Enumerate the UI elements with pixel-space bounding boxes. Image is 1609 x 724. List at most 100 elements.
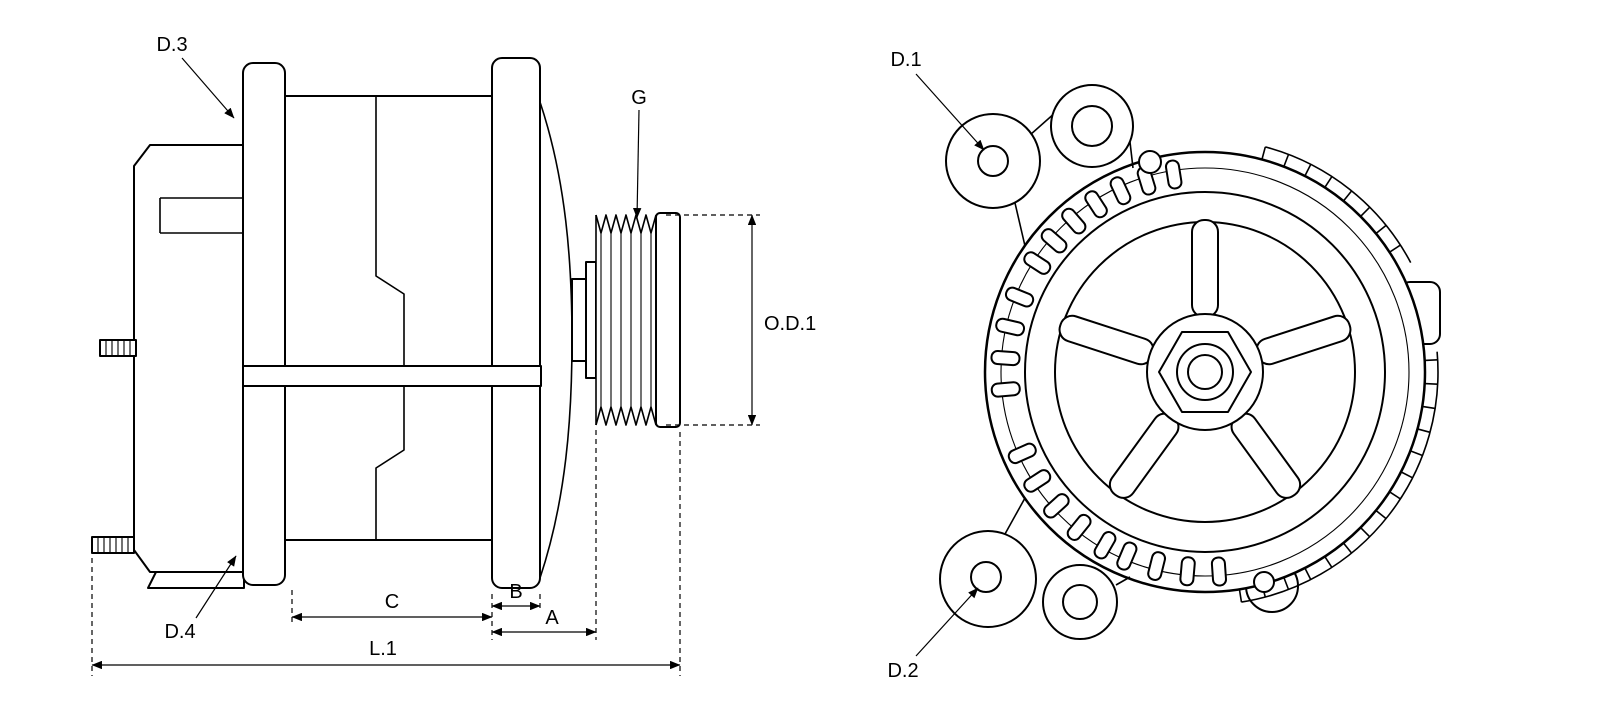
terminal-stud-mid <box>99 339 137 357</box>
rim-fin <box>1283 577 1290 590</box>
rim-fin <box>1422 405 1436 410</box>
pulley-rib-lines <box>600 233 652 407</box>
ear-top-hole <box>1071 105 1113 147</box>
stud-body <box>91 536 135 554</box>
bottom-mount-lug <box>147 571 245 589</box>
ear-bridge-line <box>1115 576 1131 586</box>
housing-split-line <box>375 96 405 540</box>
terminal-stud-bottom <box>91 536 135 554</box>
through-bolt <box>242 365 542 387</box>
pulley-groove-top <box>595 214 657 234</box>
vent-slot <box>1061 207 1087 235</box>
label-l1: L.1 <box>369 638 397 660</box>
vent-slot <box>1023 251 1052 275</box>
rim-fin <box>1304 164 1312 177</box>
leader-lines-front <box>915 73 985 657</box>
rim-fin <box>1342 542 1353 554</box>
ear-bridge-line <box>1014 202 1026 247</box>
label-d4: D.4 <box>164 621 195 643</box>
label-a: A <box>545 607 559 629</box>
drive-end-bell <box>539 101 573 579</box>
rim-fin <box>1304 567 1312 580</box>
vent-slot-group <box>990 159 1228 587</box>
front-bracket <box>491 57 541 589</box>
vent-slot <box>1116 541 1138 571</box>
vent-slot <box>1210 556 1228 587</box>
front-view: D.1 D.2 <box>887 49 1441 682</box>
rim-fin <box>1375 224 1387 235</box>
pulley-flange <box>655 212 681 428</box>
vent-slot <box>1179 556 1196 587</box>
vent-slot <box>1043 493 1070 519</box>
ear-bridge-line <box>1129 141 1134 169</box>
rim-fin <box>1389 491 1401 500</box>
rim-fin <box>1424 359 1438 362</box>
rim-fin-arc-lower <box>1241 351 1439 603</box>
rim-fin <box>1410 450 1423 457</box>
dimension-lines <box>91 214 757 670</box>
pulley-rib-backing <box>596 215 656 425</box>
leader-d2 <box>915 587 979 657</box>
leader-d3 <box>181 57 235 119</box>
side-view: D.3 D.4 G O.D.1 C B A L.1 <box>91 34 816 676</box>
label-d2: D.2 <box>887 660 918 682</box>
vent-slot <box>1147 551 1167 581</box>
label-d1: D.1 <box>890 49 921 71</box>
shaft-end-circle <box>1187 354 1223 390</box>
stator-body <box>284 95 493 541</box>
rim-fin-arc-upper <box>1265 146 1412 263</box>
pulley-side <box>595 212 681 428</box>
rim-fins <box>1238 146 1439 603</box>
ear-bottom-hole <box>1062 584 1098 620</box>
face-rim-circle <box>1000 167 1410 577</box>
rim-fin <box>1324 556 1333 568</box>
vent-slot <box>990 349 1021 367</box>
rim-fin <box>1342 190 1353 202</box>
rim-fin <box>1238 589 1243 603</box>
shaft <box>571 278 587 362</box>
label-b: B <box>509 581 522 603</box>
vent-slot <box>1109 176 1132 206</box>
rim-fin <box>1424 382 1438 385</box>
ear-bridge-line <box>1004 497 1026 535</box>
rim-fin <box>1359 206 1371 218</box>
stud-threads <box>105 340 131 356</box>
rim-fin <box>1375 509 1387 520</box>
rim-fin <box>1324 176 1333 188</box>
rear-bracket <box>242 62 286 586</box>
vent-slot <box>1004 286 1035 308</box>
rear-housing <box>133 144 244 573</box>
spoke <box>1191 219 1219 318</box>
leader-lines-side <box>181 57 642 619</box>
vent-slot <box>1066 513 1092 541</box>
leader-d4 <box>195 555 237 619</box>
rim-fin <box>1400 471 1413 479</box>
vent-slot <box>1023 469 1052 493</box>
label-c: C <box>385 591 399 613</box>
rear-housing-step <box>159 197 243 234</box>
pulley-groove-bottom <box>595 406 657 426</box>
shaft-spacer <box>585 261 597 379</box>
label-d3: D.3 <box>156 34 187 56</box>
ear-top-left-hole <box>977 145 1009 177</box>
vent-slot <box>1164 159 1183 190</box>
vent-slot <box>1093 531 1117 560</box>
rim-fin <box>1389 244 1401 253</box>
rim-fin <box>1359 526 1371 538</box>
vent-slot <box>1084 190 1108 219</box>
leader-g <box>632 109 642 219</box>
label-od1: O.D.1 <box>764 313 816 335</box>
rim-fin <box>1261 146 1267 160</box>
vent-slot <box>995 317 1026 337</box>
vent-slot <box>1007 442 1037 465</box>
vent-slot <box>1040 228 1068 254</box>
stud-threads <box>97 537 129 553</box>
small-hole-top <box>1138 150 1162 174</box>
vent-slot <box>990 381 1021 398</box>
rim-fin <box>1283 154 1290 167</box>
rim-fin <box>1417 428 1431 434</box>
small-hole-bottom <box>1253 571 1275 593</box>
label-g: G <box>631 87 647 109</box>
